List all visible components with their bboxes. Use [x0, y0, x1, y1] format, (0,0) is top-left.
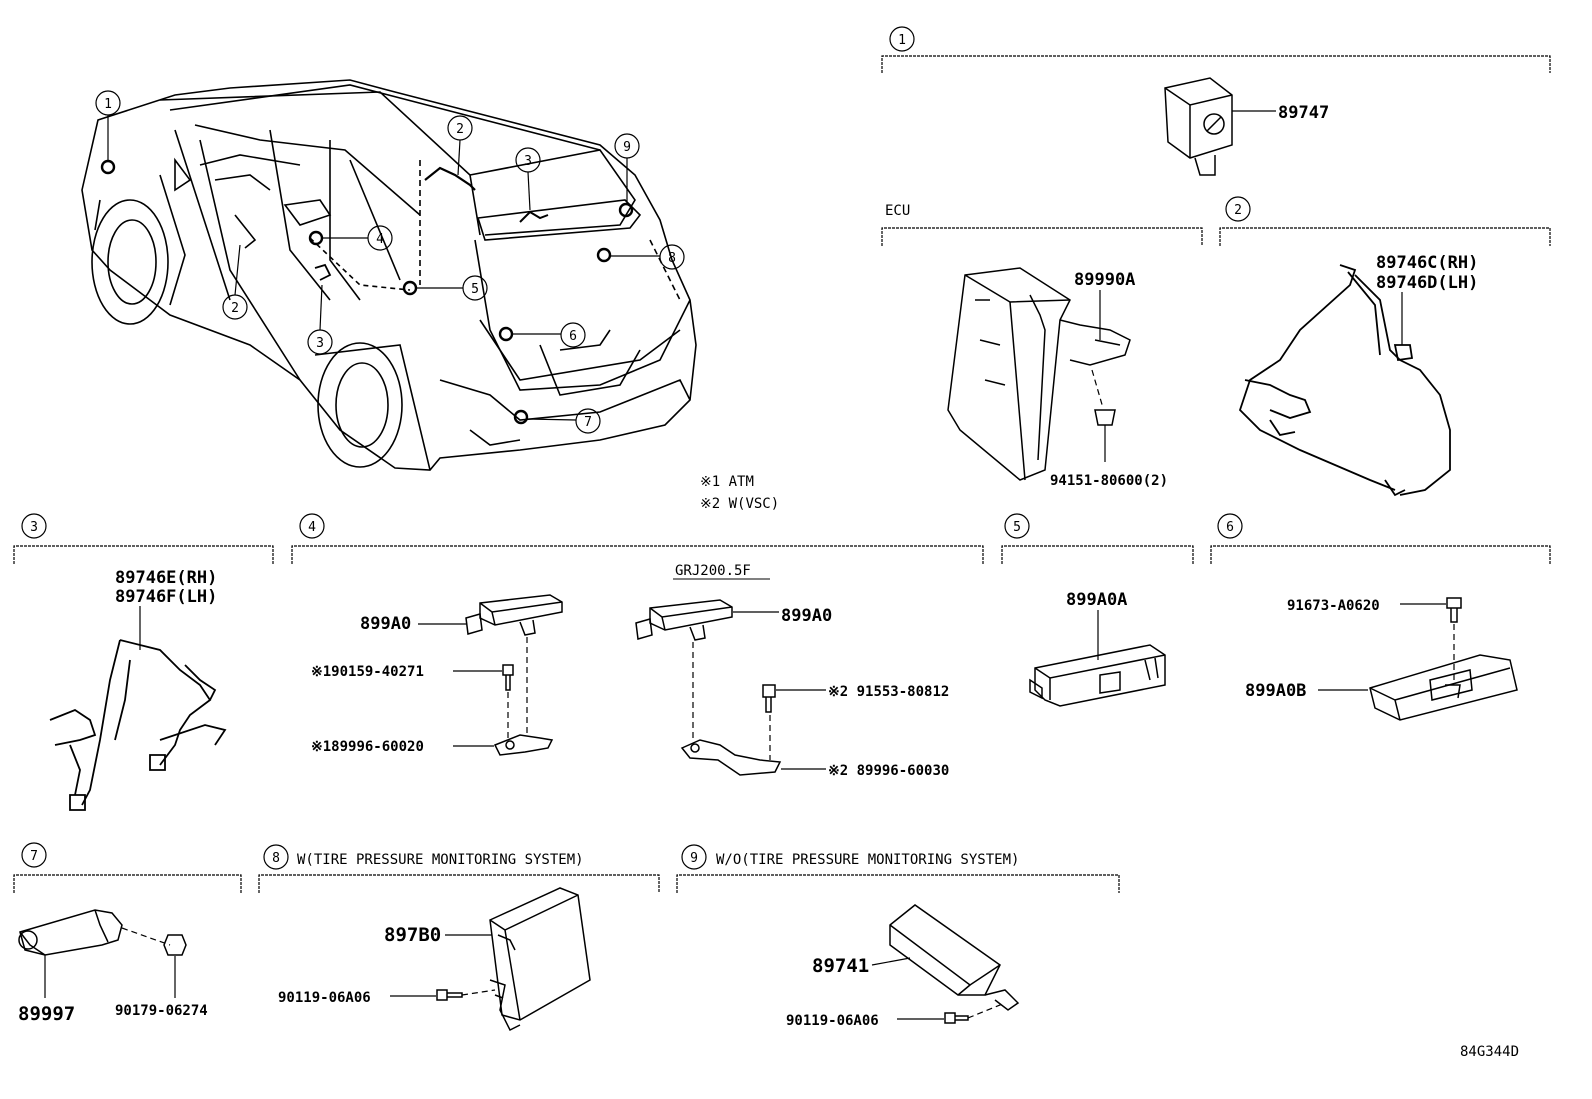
car-callout-2b: 2: [222, 294, 248, 320]
car-callout-8: 8: [659, 244, 685, 270]
label: 9: [623, 140, 631, 155]
label: 1: [104, 97, 112, 112]
part-89746c-drawing: [1238, 264, 1451, 497]
label: 1: [898, 33, 906, 48]
section-6: 6 91673-A0620 899A0B: [1210, 513, 1551, 721]
note-vsc: ※2 W(VSC): [700, 496, 779, 512]
label: ECU: [885, 203, 910, 219]
label: 3: [524, 154, 532, 169]
part-89997-drawing: [18, 909, 123, 956]
vehicle-illustration: [81, 79, 697, 471]
label: 8: [272, 851, 280, 866]
car-callout-6: 6: [560, 322, 586, 348]
part-94151-label: 94151-80600(2): [1050, 473, 1168, 489]
part-89746c-label: 89746C(RH): [1376, 253, 1478, 273]
section-2: 2 89746C(RH) 89746D(LH): [1219, 196, 1551, 497]
label: 7: [30, 849, 38, 864]
label: 6: [1226, 520, 1234, 535]
section-3: 3 89746E(RH) 89746F(LH): [13, 513, 274, 811]
car-callout-2: 2: [447, 115, 473, 141]
label: 8: [668, 251, 676, 266]
label: 5: [1013, 520, 1021, 535]
label: 3: [316, 336, 324, 351]
section-5: 5 899A0A: [1001, 513, 1194, 707]
part-897b0-label: 897B0: [384, 924, 441, 946]
part-899a0-left-drawing: [465, 594, 563, 636]
part-89746f-label: 89746F(LH): [115, 587, 217, 607]
section-7: 7 89997 90179-06274: [13, 842, 242, 1025]
section-4: 4 GRJ200.5F 899A0 ※190159-40271 ※189996-…: [291, 513, 984, 779]
part-899a0a-label: 899A0A: [1066, 590, 1127, 610]
part-899a0b-label: 899A0B: [1245, 681, 1306, 701]
label: 7: [584, 415, 592, 430]
part-89996-60020-label: ※189996-60020: [311, 739, 424, 755]
label: 9: [690, 851, 698, 866]
section-8-title: W(TIRE PRESSURE MONITORING SYSTEM): [297, 852, 584, 868]
section-1: 1 89747: [881, 26, 1551, 176]
label: 2: [456, 122, 464, 137]
part-89741-label: 89741: [812, 955, 869, 977]
part-89746e-label: 89746E(RH): [115, 568, 217, 588]
label: 2: [1234, 203, 1242, 218]
part-899a0b-drawing: [1369, 654, 1518, 721]
vehicle-callouts: 1 2 3 4 5 6 7 8 9 2 3: [95, 90, 685, 434]
part-897b0-drawing: [489, 887, 591, 1032]
vehicle-leader-lines: [107, 115, 660, 421]
car-callout-5: 5: [462, 275, 488, 301]
part-89997-label: 89997: [18, 1003, 75, 1025]
note-atm: ※1 ATM: [700, 474, 754, 490]
section-9-title: W/O(TIRE PRESSURE MONITORING SYSTEM): [716, 852, 1019, 868]
part-899a0a-drawing: [1029, 644, 1166, 707]
car-callout-3: 3: [515, 147, 541, 173]
label: 6: [569, 329, 577, 344]
part-90119-b-label: 90119-06A06: [786, 1013, 879, 1029]
diagram-code: 84G344D: [1460, 1044, 1519, 1060]
part-899a0-left-label: 899A0: [360, 614, 411, 634]
part-91673-label: 91673-A0620: [1287, 598, 1380, 614]
part-89996-60030-label: ※2 89996-60030: [828, 763, 949, 779]
car-callout-3b: 3: [307, 329, 333, 355]
part-899a0-right-label: 899A0: [781, 606, 832, 626]
label: 4: [376, 232, 384, 247]
part-899a0-right-drawing: [635, 599, 733, 641]
variant-grj200-label: GRJ200.5F: [675, 563, 751, 579]
car-callout-4: 4: [367, 225, 393, 251]
car-callout-7: 7: [575, 408, 601, 434]
section-ecu: ECU 89990A 94151-80600(2): [881, 203, 1203, 489]
part-89746e-drawing: [49, 639, 227, 811]
label: 2: [231, 301, 239, 316]
part-89747-drawing: [1164, 77, 1233, 176]
part-91553-label: ※2 91553-80812: [828, 684, 949, 700]
part-89746d-label: 89746D(LH): [1376, 273, 1478, 293]
part-90179-label: 90179-06274: [115, 1003, 208, 1019]
section-9: 9 W/O(TIRE PRESSURE MONITORING SYSTEM) 8…: [676, 844, 1120, 1029]
part-89747-label: 89747: [1278, 103, 1329, 123]
part-90119-a-label: 90119-06A06: [278, 990, 371, 1006]
part-89990a-drawing: [947, 267, 1131, 481]
part-89741-drawing: [889, 904, 1020, 1011]
part-90159-label: ※190159-40271: [311, 664, 424, 680]
part-89990a-label: 89990A: [1074, 270, 1135, 290]
label: 5: [471, 282, 479, 297]
label: 4: [308, 520, 316, 535]
label: 3: [30, 520, 38, 535]
car-callout-1: 1: [95, 90, 121, 116]
section-8: 8 W(TIRE PRESSURE MONITORING SYSTEM) 897…: [258, 844, 660, 1032]
car-callout-9: 9: [614, 133, 640, 159]
